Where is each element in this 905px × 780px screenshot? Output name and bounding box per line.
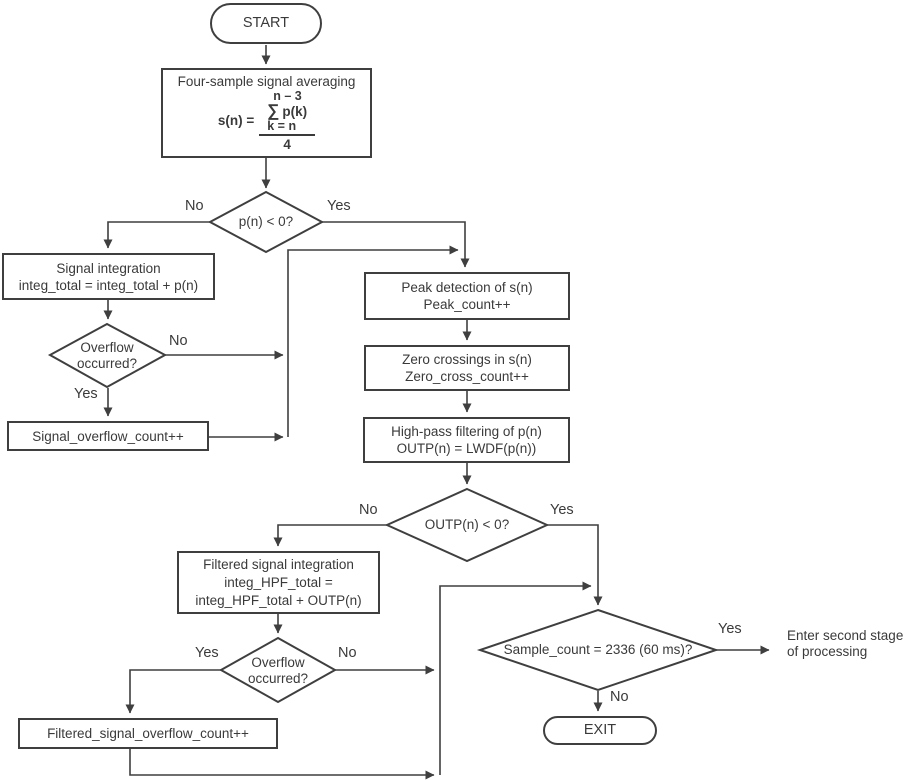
second-stage-line1: Enter second stage (787, 628, 904, 643)
high-pass-line2: OUTP(n) = LWDF(p(n)) (396, 441, 537, 456)
signal-integration-line1: Signal integration (56, 260, 161, 276)
edge-label-outp-yes: Yes (550, 502, 574, 518)
edge-label-overflow2-yes: Yes (195, 645, 219, 661)
filtered-overflow-label: Filtered_signal_overflow_count++ (47, 726, 249, 741)
outp-negative-text: OUTP(n) < 0? (424, 517, 510, 532)
sigma-symbol: ∑ (267, 101, 280, 120)
edge-label-p-yes: Yes (327, 198, 351, 214)
decision-overflow2 (218, 636, 338, 704)
filtered-integration-line2: integ_HPF_total = (224, 574, 333, 590)
filtered-integration-line1: Filtered signal integration (203, 556, 354, 572)
decision-outp-negative (384, 487, 550, 563)
formula-fraction: n – 3 ∑ p(k) k = n 4 (259, 90, 316, 152)
edge-label-overflow1-no: No (169, 333, 188, 349)
decision-overflow1 (47, 322, 168, 389)
sample-count-text: Sample_count = 2336 (60 ms)? (503, 642, 693, 657)
high-pass-line1: High-pass filtering of p(n) (391, 424, 542, 439)
edge-filtered-overflow-out (129, 749, 435, 780)
signal-overflow-box: Signal_overflow_count++ (7, 421, 209, 451)
exit-terminator: EXIT (543, 716, 657, 745)
zero-crossings-line2: Zero_cross_count++ (405, 369, 529, 384)
decision-outp-negative-label: OUTP(n) < 0? (397, 515, 537, 535)
edge-outp-yes (547, 524, 603, 606)
formula-numerator: n – 3 ∑ p(k) k = n (259, 90, 315, 134)
overflow2-line2: occurred? (247, 670, 309, 686)
edge-pn-yes (322, 221, 470, 268)
p-negative-text: p(n) < 0? (238, 214, 294, 229)
filtered-integration-box: Filtered signal integration integ_HPF_to… (177, 551, 380, 614)
sum-body: p(k) (282, 104, 308, 119)
filtered-integration-line3: integ_HPF_total + OUTP(n) (195, 592, 362, 608)
edge-merge-left (287, 245, 459, 437)
overflow2-line1: Overflow (251, 654, 305, 670)
averaging-title: Four-sample signal averaging (177, 74, 356, 89)
edge-label-p-no: No (185, 198, 204, 214)
exit-label: EXIT (583, 722, 617, 738)
signal-overflow-label: Signal_overflow_count++ (32, 428, 184, 444)
decision-p-negative-label: p(n) < 0? (210, 206, 322, 238)
sum-row: ∑ p(k) (267, 101, 308, 120)
overflow1-line1: Overflow (80, 339, 134, 355)
second-stage-line2: of processing (787, 644, 868, 659)
decision-p-negative (207, 190, 325, 254)
decision-overflow1-label: Overflow occurred? (57, 339, 157, 372)
start-label: START (242, 15, 290, 31)
high-pass-box: High-pass filtering of p(n) OUTP(n) = LW… (363, 417, 570, 463)
signal-integration-line2: integ_total = integ_total + p(n) (18, 277, 199, 293)
start-terminator: START (210, 3, 322, 44)
edge-merge-right (439, 581, 592, 775)
overflow1-line2: occurred? (76, 355, 138, 371)
peak-detection-line1: Peak detection of s(n) (401, 280, 533, 295)
zero-crossings-line1: Zero crossings in s(n) (402, 352, 532, 367)
formula-denominator: 4 (259, 134, 316, 152)
edge-label-outp-no: No (359, 502, 378, 518)
decision-sample-count (476, 608, 720, 692)
signal-integration-box: Signal integration integ_total = integ_t… (2, 253, 215, 300)
filtered-overflow-box: Filtered_signal_overflow_count++ (18, 718, 278, 749)
decision-overflow2-label: Overflow occurred? (228, 654, 328, 687)
sum-lower-limit: k = n (267, 119, 297, 133)
zero-crossings-box: Zero crossings in s(n) Zero_cross_count+… (364, 345, 570, 391)
second-stage-text: Enter second stage of processing (787, 628, 903, 660)
edge-overflow2-yes (125, 669, 221, 714)
peak-detection-line2: Peak_count++ (423, 297, 511, 312)
peak-detection-box: Peak detection of s(n) Peak_count++ (364, 272, 570, 320)
edge-label-sample-no: No (610, 689, 629, 705)
formula-lhs: s(n) = (217, 113, 255, 128)
edge-label-sample-yes: Yes (718, 621, 742, 637)
decision-sample-count-label: Sample_count = 2336 (60 ms)? (488, 640, 708, 660)
averaging-formula: s(n) = n – 3 ∑ p(k) k = n 4 (217, 90, 316, 152)
edge-pn-no (103, 221, 210, 249)
edge-outp-no (273, 524, 387, 547)
edge-label-overflow1-yes: Yes (74, 386, 98, 402)
sum-upper-limit: n – 3 (273, 89, 302, 103)
edge-label-overflow2-no: No (338, 645, 357, 661)
averaging-box: Four-sample signal averaging s(n) = n – … (161, 68, 372, 158)
